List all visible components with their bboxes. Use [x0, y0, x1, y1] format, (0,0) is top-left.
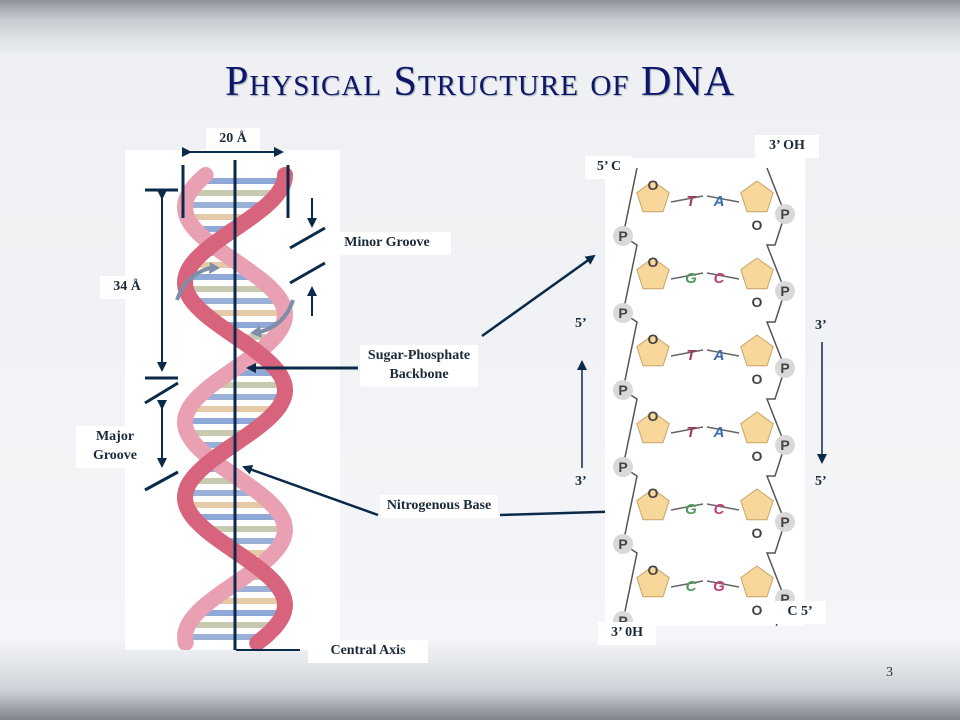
sugar-right — [740, 334, 774, 367]
phosphate-left: P — [618, 613, 627, 626]
phosphate-circle-left — [613, 226, 633, 246]
label-5-left: 5’ — [575, 316, 587, 331]
base-letter-right: A — [713, 193, 725, 210]
base-letter-left: T — [686, 347, 697, 364]
base-bond — [670, 349, 704, 357]
oxygen-left: O — [648, 485, 659, 501]
phosphate-circle-left — [613, 534, 633, 554]
sugar-right — [740, 257, 774, 290]
base-letter-right: G — [713, 578, 725, 595]
base-bond — [706, 349, 740, 357]
base-bond — [670, 195, 704, 203]
oxygen-left: O — [648, 331, 659, 347]
sugar-left — [636, 488, 670, 521]
minor-groove-label: Minor Groove — [323, 232, 451, 255]
major-groove-label: Major Groove — [76, 426, 154, 468]
oxygen-right: O — [752, 294, 763, 310]
oxygen-right: O — [752, 217, 763, 233]
base-letter-right: C — [714, 270, 726, 287]
base-bond — [706, 580, 740, 588]
phosphate-circle-right — [775, 281, 795, 301]
oxygen-right: O — [752, 602, 763, 618]
oxygen-left: O — [648, 254, 659, 270]
phosphate-circle-right — [775, 358, 795, 378]
base-letter-left: G — [685, 501, 697, 518]
label-c-5-bottom: C 5’ — [774, 601, 826, 624]
phosphate-right: P — [780, 360, 789, 376]
base-letter-left: G — [685, 270, 697, 287]
oxygen-left: O — [648, 177, 659, 193]
sugar-right — [740, 180, 774, 213]
oxygen-right: O — [752, 371, 763, 387]
oxygen-right: O — [752, 448, 763, 464]
phosphate-circle-left — [613, 380, 633, 400]
base-bond — [670, 503, 704, 511]
base-label: Nitrogenous Base — [380, 495, 498, 518]
sugar-left — [636, 257, 670, 290]
pitch-label: 34 Å — [100, 276, 154, 299]
base-letter-left: T — [686, 424, 697, 441]
base-letter-right: A — [713, 424, 725, 441]
slide-title: Physical Structure of DNA — [224, 59, 735, 105]
phosphate-right: P — [780, 591, 789, 607]
left-backbone-line — [622, 167, 638, 626]
base-letter-right: A — [713, 347, 725, 364]
label-3-oh-top: 3’ OH — [755, 135, 819, 158]
base-bond — [706, 195, 740, 203]
oxygen-left: O — [648, 562, 659, 578]
base-bond — [670, 272, 704, 280]
sugar-right — [740, 411, 774, 444]
phosphate-circle-right — [775, 512, 795, 532]
phosphate-circle-left — [613, 303, 633, 323]
central-axis-label: Central Axis — [308, 640, 428, 663]
sugar-right — [740, 565, 774, 598]
oxygen-right: O — [752, 525, 763, 541]
phosphate-circle-right — [775, 435, 795, 455]
strand-front — [176, 167, 294, 650]
phosphate-left: P — [618, 536, 627, 552]
base-letter-left: T — [686, 193, 697, 210]
label-5-right: 5’ — [815, 474, 827, 489]
base-bond — [706, 426, 740, 434]
page-number: 3 — [886, 665, 893, 680]
base-bond — [670, 426, 704, 434]
phosphate-circle-right — [775, 204, 795, 224]
label-3-right: 3’ — [815, 318, 827, 333]
width-label: 20 Å — [206, 128, 260, 151]
sugar-left — [636, 334, 670, 367]
phosphate-right: P — [780, 283, 789, 299]
label-3-oh-bottom: 3’ 0H — [598, 622, 656, 645]
label-5-c-top: 5’ C — [585, 156, 633, 179]
sugar-left — [636, 411, 670, 444]
phosphate-right: P — [780, 437, 789, 453]
phosphate-circle-left — [613, 457, 633, 477]
base-letter-left: C — [686, 578, 698, 595]
base-bond — [670, 580, 704, 588]
backbone-label: Sugar-Phosphate Backbone — [360, 345, 478, 387]
phosphate-left: P — [618, 228, 627, 244]
phosphate-left: P — [618, 305, 627, 321]
base-bond — [706, 272, 740, 280]
sugar-left — [636, 565, 670, 598]
base-letter-right: C — [714, 501, 726, 518]
sugar-right — [740, 488, 774, 521]
right-backbone-line — [765, 167, 786, 626]
phosphate-right: P — [780, 514, 789, 530]
sugar-left — [636, 180, 670, 213]
base-bond — [706, 503, 740, 511]
oxygen-left: O — [648, 408, 659, 424]
label-3-left: 3’ — [575, 474, 587, 489]
phosphate-right: P — [780, 206, 789, 222]
phosphate-left: P — [618, 459, 627, 475]
phosphate-left: P — [618, 382, 627, 398]
